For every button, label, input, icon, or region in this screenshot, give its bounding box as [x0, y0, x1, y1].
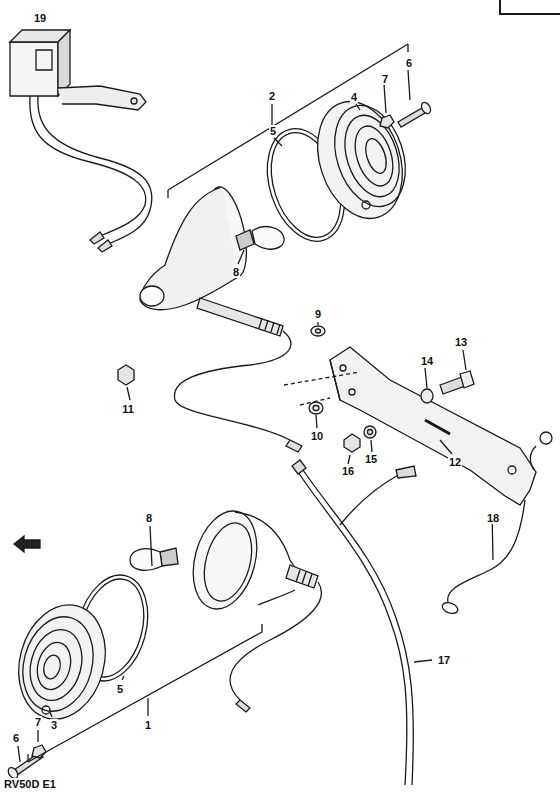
leader-line — [50, 712, 52, 717]
flasher-relay — [10, 30, 152, 252]
callout-number: 6 — [12, 732, 20, 744]
leader-line — [271, 104, 272, 125]
callout-number: 2 — [268, 90, 276, 102]
turn-signal-housing — [140, 184, 302, 452]
leader-line — [316, 415, 317, 428]
callout-number: 16 — [341, 465, 355, 477]
leader-line — [127, 104, 452, 566]
bracket — [330, 347, 552, 505]
leader-line — [463, 350, 466, 370]
diagram-code: RV50D E1 — [3, 778, 57, 790]
callout-number: 18 — [486, 512, 500, 524]
washer — [309, 402, 323, 414]
ground-wire — [448, 500, 525, 602]
callout-number: 12 — [448, 456, 462, 468]
lens — [303, 91, 417, 230]
washer — [311, 326, 325, 336]
wire-harness — [292, 460, 416, 785]
washer — [421, 389, 433, 403]
callout-number: 13 — [454, 336, 468, 348]
assembly-line — [284, 372, 360, 405]
front-arrow — [14, 536, 40, 552]
callout-number: 15 — [364, 453, 378, 465]
callout-number: 4 — [350, 91, 358, 103]
callout-number: 14 — [420, 355, 434, 367]
nut — [380, 115, 394, 128]
callout-number: 5 — [269, 125, 277, 137]
callout-number: 10 — [310, 430, 324, 442]
callout-number: 9 — [314, 308, 322, 320]
callout-number: 7 — [381, 73, 389, 85]
leader-line — [122, 676, 124, 680]
callout-number: 6 — [405, 57, 413, 69]
group-bracket — [28, 624, 262, 762]
callout-number: 8 — [232, 266, 240, 278]
leader-line — [147, 698, 148, 716]
callout-number: 8 — [145, 512, 153, 524]
washer — [364, 426, 376, 438]
callout-number: 11 — [121, 403, 135, 415]
page-corner-box — [500, 0, 560, 14]
callout-number: 1 — [144, 719, 152, 731]
bulb — [236, 227, 284, 250]
callout-number: 7 — [34, 716, 42, 728]
callout-number: 19 — [33, 12, 47, 24]
callout-number: 3 — [50, 719, 58, 731]
bulb — [130, 548, 178, 570]
turn-signal-housing — [183, 504, 321, 712]
leader-line — [414, 660, 432, 662]
screw — [398, 108, 425, 127]
callout-number: 5 — [116, 683, 124, 695]
callout-number: 17 — [437, 654, 451, 666]
lens — [6, 595, 117, 729]
nut — [118, 365, 134, 385]
nut — [344, 434, 360, 452]
